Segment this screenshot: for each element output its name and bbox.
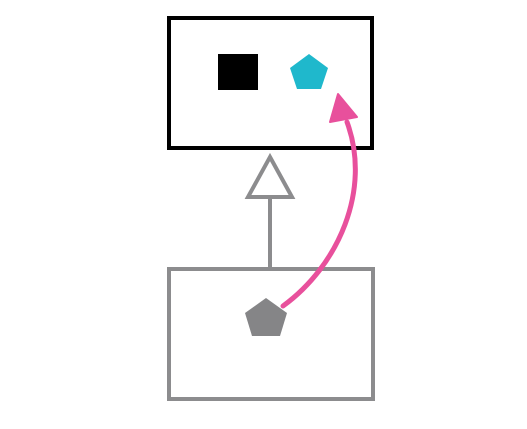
override-arrow xyxy=(280,119,358,309)
parent-square-shape xyxy=(218,54,258,90)
override-arrowhead xyxy=(329,93,358,123)
parent-pentagon-shape xyxy=(290,54,328,89)
inheritance-arrowhead xyxy=(244,152,296,199)
child-pentagon-shape xyxy=(245,298,287,336)
parent-box xyxy=(167,16,374,150)
